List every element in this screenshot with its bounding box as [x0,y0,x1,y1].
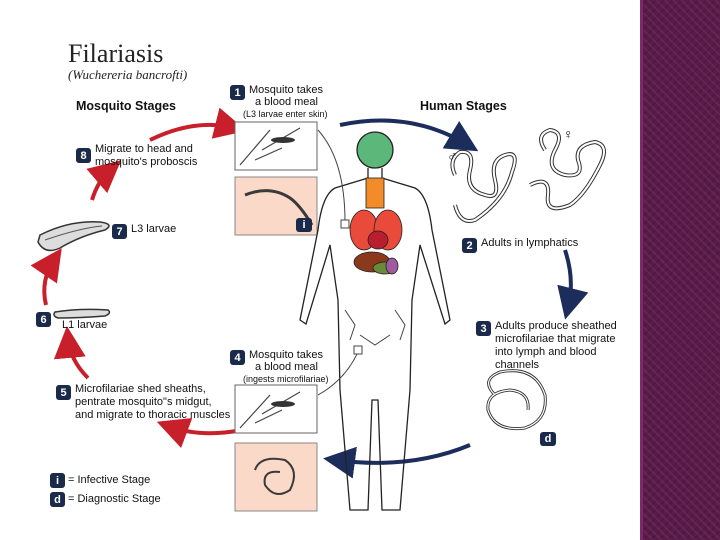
diagnostic-stage-marker: d [540,432,556,446]
mosquito-panel-bottom [234,384,318,434]
step-1-line1: Mosquito takes [249,84,323,96]
legend-infective-letter: i [55,474,60,487]
step-5-badge: 5 [56,385,71,400]
infective-letter: i [302,219,306,231]
step-8-line1: Migrate to head and [95,143,193,155]
step-1-line2: a blood meal [255,96,318,108]
mosquito-panel-top [234,121,318,171]
page-subtitle: (Wuchereria bancrofti) [68,67,188,82]
legend-diagnostic-letter: d [54,493,61,506]
step-3-line1: Adults produce sheathed [495,320,617,332]
step-8-line2: mosquito's proboscis [95,156,198,168]
step-8-badge: 8 [76,148,91,163]
step-7-line1: L3 larvae [131,223,177,235]
decorative-sidebar [640,0,720,540]
diagnostic-letter: d [544,433,552,445]
legend-infective-badge: i [50,473,65,488]
legend-infective-label: = Infective Stage [68,474,151,486]
step-3-line4: channels [495,359,540,371]
human-body [299,131,451,511]
arrow-5-to-6 [53,326,90,380]
step-2-badge: 2 [462,238,477,253]
l1-larvae-worm [53,308,111,319]
arrow-7-to-8 [86,160,122,201]
microfilaria-panel-bottom [234,442,318,512]
arrow-1-to-2 [339,118,479,152]
legend-diagnostic-badge: d [50,492,65,507]
step-2-line1: Adults in lymphatics [481,237,579,249]
step-4-line2: a blood meal [255,361,318,373]
mosquito-stages-header: Mosquito Stages [76,99,177,113]
slide: Filariasis (Wuchereria bancrofti) Mosqui… [30,39,617,512]
arrow-4-to-5 [156,418,243,448]
step-3-badge: 3 [476,321,491,336]
infective-stage-marker: i [296,218,312,232]
adult-worm-male [450,149,517,223]
step-4-line3: (ingests microfilariae) [243,374,329,384]
male-symbol: ♂ [447,148,458,164]
step-6-badge: 6 [36,312,51,327]
step-5-line3: and migrate to thoracic muscles [75,409,231,421]
arrow-3-to-4 [323,443,471,479]
sheathed-microfilaria [486,369,547,431]
step-7-badge: 7 [112,224,127,239]
female-symbol: ♀ [563,126,574,142]
step-5-line2: pentrate mosquito"s midgut, [75,396,212,408]
step-4-line1: Mosquito takes [249,349,323,361]
arrow-2-to-3 [557,249,589,320]
step-6-line1: L1 larvae [62,319,108,331]
legend-diagnostic-label: = Diagnostic Stage [68,493,161,505]
step-3-line3: into lymph and blood [495,346,597,358]
step-3-line2: microfilariae that migrate [495,333,616,345]
step-1-line3: (L3 larvae enter skin) [243,109,328,119]
step-1-badge: 1 [230,85,245,100]
step-5-line1: Microfilariae shed sheaths, [75,383,206,395]
arrow-6-to-7 [30,248,62,306]
human-stages-header: Human Stages [420,99,507,113]
l3-larvae-worm [37,221,110,252]
lifecycle-diagram [30,107,606,512]
page-title: Filariasis [68,39,164,68]
step-4-badge: 4 [230,350,245,365]
arrow-8-to-1 [149,107,247,142]
